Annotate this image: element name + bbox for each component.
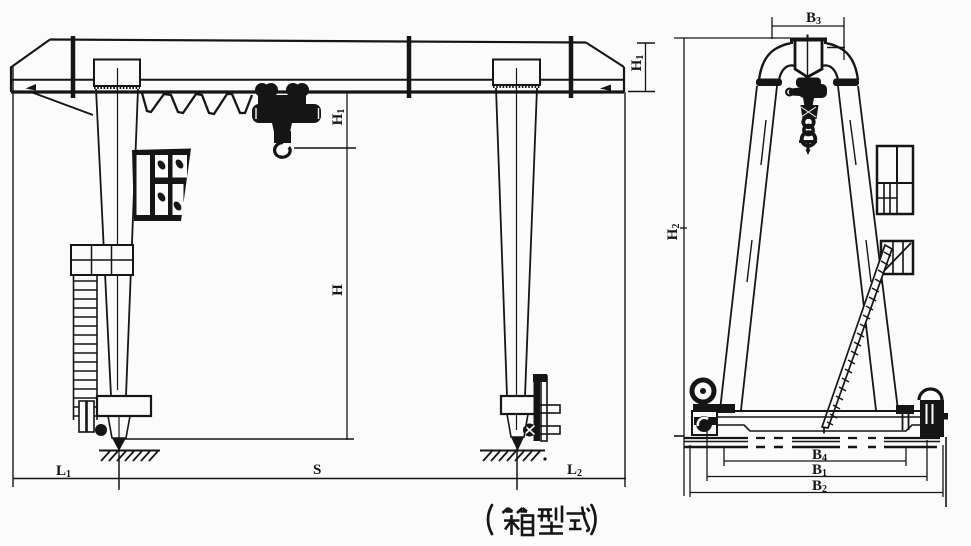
svg-text:S: S (313, 462, 321, 478)
svg-text:H: H (330, 284, 346, 296)
